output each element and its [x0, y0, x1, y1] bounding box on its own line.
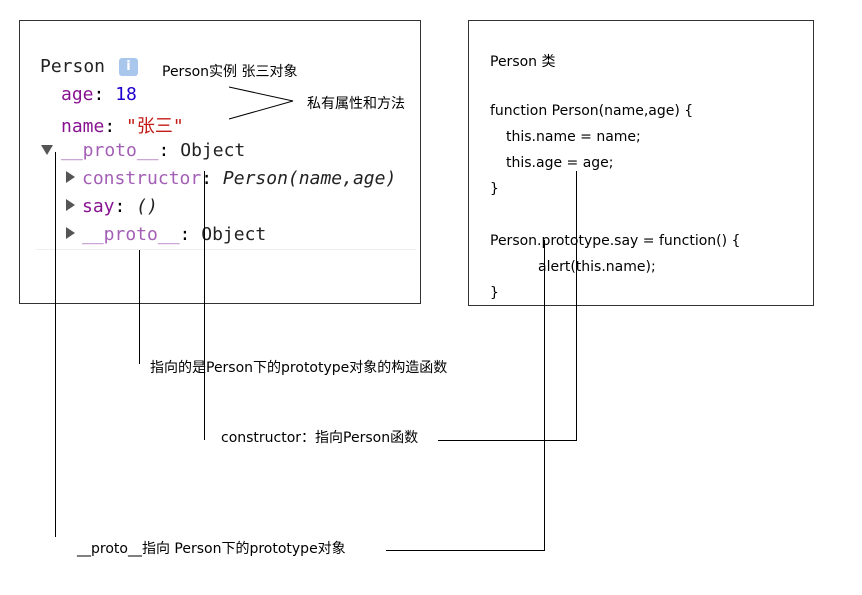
devtools-object-panel: Person i age: 18 name: "张三" __proto__: O…	[19, 20, 421, 304]
age-key: age	[61, 84, 94, 105]
colon: :	[158, 140, 170, 161]
code-line: this.age = age;	[506, 155, 614, 171]
say-property[interactable]: say: ()	[82, 196, 158, 217]
expand-triangle-right-icon[interactable]	[66, 199, 75, 211]
code-title: Person 类	[490, 54, 556, 70]
proto2-value: Object	[201, 224, 267, 245]
colon: :	[104, 116, 116, 137]
colon: :	[179, 224, 191, 245]
info-icon[interactable]: i	[119, 58, 138, 76]
code-line: function Person(name,age) {	[490, 103, 694, 119]
age-property: age: 18	[61, 84, 137, 105]
code-line: Person.prototype.say = function() {	[490, 233, 741, 249]
proto-to-prototype-line	[386, 240, 545, 551]
name-value: "张三"	[126, 116, 184, 137]
private-label: 私有属性和方法	[307, 96, 405, 112]
code-line: }	[490, 285, 499, 301]
colon: :	[201, 168, 213, 189]
colon: :	[93, 84, 105, 105]
code-panel: Person 类 function Person(name,age) { thi…	[468, 20, 814, 306]
expand-triangle-right-icon[interactable]	[66, 227, 75, 239]
colon: :	[114, 196, 126, 217]
say-value: ()	[136, 196, 158, 217]
proto-key: __proto__	[61, 140, 159, 161]
instance-label: Person实例 张三对象	[162, 64, 298, 80]
object-name: Person	[40, 56, 106, 77]
code-line: }	[490, 181, 499, 197]
constructor-key: constructor	[82, 168, 202, 189]
code-line: this.name = name;	[506, 129, 641, 145]
expand-triangle-down-icon[interactable]	[41, 145, 53, 155]
constructor-note: constructor：指向Person函数	[221, 430, 419, 446]
name-property: name: "张三"	[61, 112, 184, 138]
code-line: alert(this.name);	[538, 259, 656, 275]
constructor-value: Person(name,age)	[222, 168, 397, 189]
private-bracket-line	[228, 86, 294, 120]
age-value: 18	[115, 84, 137, 105]
proto-constructor-note: 指向的是Person下的prototype对象的构造函数	[150, 360, 448, 376]
say-key: say	[82, 196, 115, 217]
expand-triangle-right-icon[interactable]	[66, 171, 75, 183]
proto-property[interactable]: __proto__: Object	[61, 140, 245, 161]
proto2-key: __proto__	[82, 224, 180, 245]
constructor-to-function-line	[438, 171, 577, 441]
divider	[36, 249, 416, 250]
name-key: name	[61, 116, 105, 137]
constructor-property[interactable]: constructor: Person(name,age)	[82, 168, 396, 189]
proto2-property[interactable]: __proto__: Object	[82, 224, 266, 245]
proto-note: __proto__指向 Person下的prototype对象	[77, 541, 346, 557]
proto-value: Object	[180, 140, 246, 161]
